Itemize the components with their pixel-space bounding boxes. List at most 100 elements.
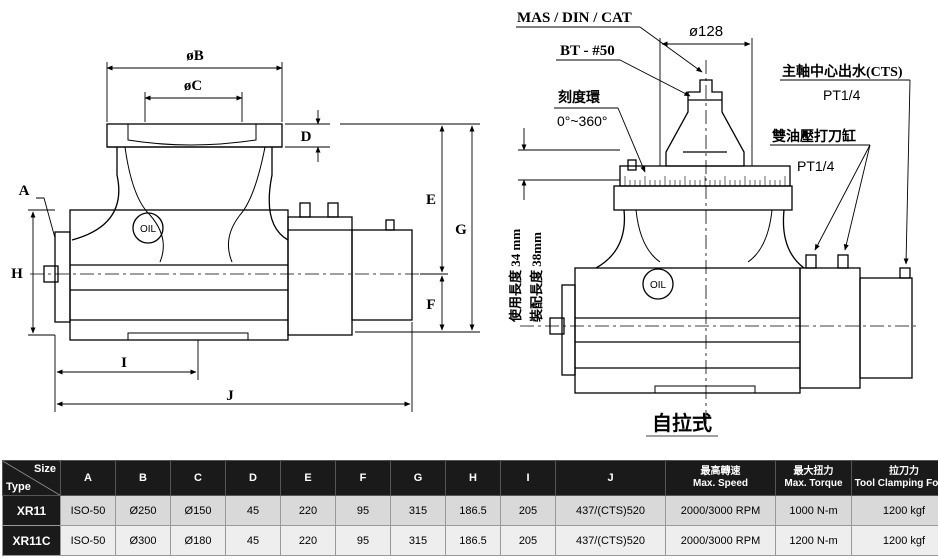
spec-header-row: Size Type A B C D E F G H I J 最高轉速 Max. … bbox=[2, 460, 938, 496]
cell-e: 220 bbox=[280, 495, 336, 526]
row-model: XR11C bbox=[2, 525, 61, 556]
cell-j: 437/(CTS)520 bbox=[555, 525, 666, 556]
cyl-cn-label: 雙油壓打刀缸 bbox=[772, 128, 856, 145]
cell-max-torque: 1200 N-m bbox=[775, 525, 852, 556]
right-leaders bbox=[516, 26, 911, 265]
header-clamping-force: 拉刀力 Tool Clamping Force bbox=[851, 460, 938, 496]
size-type-corner: Size Type bbox=[2, 460, 61, 496]
cell-i: 205 bbox=[500, 525, 556, 556]
header-max-speed-en: Max. Speed bbox=[692, 478, 749, 489]
dim-label-h: H bbox=[11, 266, 23, 282]
header-a: A bbox=[60, 460, 116, 496]
cell-f: 95 bbox=[335, 525, 391, 556]
header-max-torque: 最大扭力 Max. Torque bbox=[775, 460, 852, 496]
dim-label-g: G bbox=[455, 222, 467, 238]
header-clamping-force-cn: 拉刀力 bbox=[889, 466, 919, 477]
header-h-label: H bbox=[469, 472, 477, 484]
left-view bbox=[30, 123, 420, 341]
dia128-label: ø128 bbox=[689, 23, 723, 40]
cell-max-speed: 2000/3000 RPM bbox=[665, 525, 776, 556]
cell-j: 437/(CTS)520 bbox=[555, 495, 666, 526]
dial-range-label: 0°~360° bbox=[557, 113, 608, 129]
left-flange-recess bbox=[127, 124, 257, 146]
cell-b: Ø300 bbox=[115, 525, 171, 556]
dim-label-a: A bbox=[19, 183, 30, 199]
header-e: E bbox=[280, 460, 336, 496]
header-max-torque-cn: 最大扭力 bbox=[793, 466, 834, 477]
right-clamp-cylinder bbox=[799, 267, 861, 389]
cell-i: 205 bbox=[500, 495, 556, 526]
header-max-speed: 最高轉速 Max. Speed bbox=[665, 460, 776, 496]
table-row: XR11C ISO-50 Ø300 Ø180 45 220 95 315 186… bbox=[2, 525, 938, 556]
left-oil-label: OIL bbox=[140, 224, 157, 235]
header-max-torque-en: Max. Torque bbox=[784, 478, 843, 489]
cell-a: ISO-50 bbox=[60, 525, 116, 556]
cell-h: 186.5 bbox=[445, 525, 501, 556]
header-j: J bbox=[555, 460, 666, 496]
dim-label-d: D bbox=[301, 129, 312, 145]
bt-label: BT - #50 bbox=[560, 43, 615, 59]
cts-cn-label: 主軸中心出水(CTS) bbox=[782, 63, 903, 80]
corner-type: Type bbox=[6, 481, 31, 493]
dim-label-e: E bbox=[426, 192, 436, 208]
header-a-label: A bbox=[84, 472, 92, 484]
spec-table: Size Type A B C D E F G H I J 最高轉速 Max. … bbox=[2, 460, 938, 556]
dim-label-f: F bbox=[426, 297, 435, 313]
dim-label-i: I bbox=[121, 355, 127, 371]
dim-label-c: øC bbox=[184, 78, 202, 94]
cell-max-speed: 2000/3000 RPM bbox=[665, 495, 776, 526]
table-row: XR11 ISO-50 Ø250 Ø150 45 220 95 315 186.… bbox=[2, 495, 938, 526]
left-clamp-cylinder bbox=[287, 216, 353, 336]
cyl-port-label: PT1/4 bbox=[797, 158, 835, 174]
header-b: B bbox=[115, 460, 171, 496]
row-model: XR11 bbox=[2, 495, 61, 526]
left-dimensions bbox=[28, 62, 480, 412]
header-max-speed-cn: 最高轉速 bbox=[700, 466, 741, 477]
cell-c: Ø180 bbox=[170, 525, 226, 556]
header-d-label: D bbox=[249, 472, 257, 484]
cell-g: 315 bbox=[390, 525, 446, 556]
dial-cn-label: 刻度環 bbox=[558, 89, 601, 106]
corner-size: Size bbox=[33, 463, 56, 475]
use-length-label: 使用長度 34 mm bbox=[508, 229, 523, 323]
technical-drawing: OIL øB øC bbox=[11, 10, 920, 437]
cell-f: 95 bbox=[335, 495, 391, 526]
cell-c: Ø150 bbox=[170, 495, 226, 526]
header-d: D bbox=[225, 460, 281, 496]
header-j-label: J bbox=[607, 472, 614, 484]
cell-d: 45 bbox=[225, 525, 281, 556]
right-oil-port bbox=[642, 268, 674, 300]
left-housing-body bbox=[71, 147, 289, 241]
header-i: I bbox=[500, 460, 556, 496]
caption-label: 自拉式 bbox=[652, 411, 712, 435]
right-tool-holder bbox=[665, 79, 745, 167]
right-oil-label: OIL bbox=[650, 280, 667, 291]
header-c: C bbox=[170, 460, 226, 496]
cell-g: 315 bbox=[390, 495, 446, 526]
header-clamping-force-en: Tool Clamping Force bbox=[854, 478, 938, 489]
header-e-label: E bbox=[304, 472, 312, 484]
fit-length-label: 裝配長度 38mm bbox=[529, 232, 544, 323]
header-g-label: G bbox=[413, 472, 423, 484]
header-f: F bbox=[335, 460, 391, 496]
dim-label-b: øB bbox=[186, 48, 204, 64]
right-dial-ticks bbox=[624, 176, 786, 186]
cell-a: ISO-50 bbox=[60, 495, 116, 526]
right-main-body bbox=[574, 267, 801, 394]
header-c-label: C bbox=[194, 472, 202, 484]
cell-h: 186.5 bbox=[445, 495, 501, 526]
header-i-label: I bbox=[526, 472, 530, 484]
cell-b: Ø250 bbox=[115, 495, 171, 526]
dim-label-j: J bbox=[226, 388, 234, 404]
cts-port-label: PT1/4 bbox=[823, 87, 861, 103]
cell-clamping-force: 1200 kgf bbox=[851, 525, 938, 556]
right-view bbox=[520, 60, 920, 430]
header-b-label: B bbox=[139, 472, 147, 484]
cell-max-torque: 1000 N-m bbox=[775, 495, 852, 526]
header-g: G bbox=[390, 460, 446, 496]
cell-e: 220 bbox=[280, 525, 336, 556]
cell-d: 45 bbox=[225, 495, 281, 526]
header-f-label: F bbox=[359, 472, 367, 484]
cell-clamping-force: 1200 kgf bbox=[851, 495, 938, 526]
left-oil-port bbox=[132, 212, 164, 244]
